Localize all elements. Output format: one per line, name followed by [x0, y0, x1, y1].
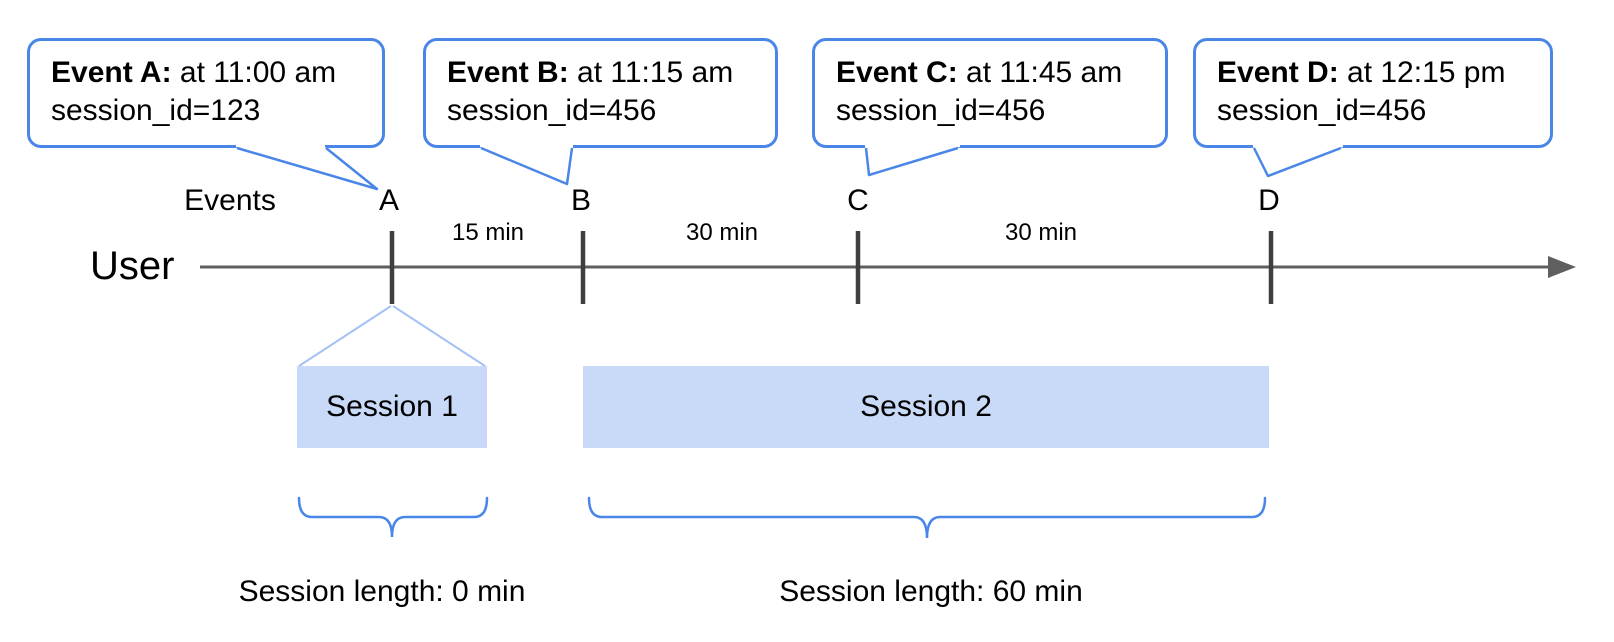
user-axis-label: User — [90, 244, 175, 288]
event-mark-d: D — [1258, 184, 1280, 217]
callout-event-c-title: Event C: — [836, 56, 958, 89]
session-1-funnel-lines — [298, 305, 486, 367]
interval-label-b-c: 30 min — [685, 219, 759, 246]
events-axis-label: Events — [184, 184, 276, 217]
callout-event-a-time: at 11:00 am — [171, 56, 337, 89]
callout-event-b: Event B: at 11:15 am session_id=456 — [423, 38, 778, 148]
timeline-arrowhead-icon — [1548, 256, 1576, 278]
session-2-label: Session 2 — [860, 390, 992, 423]
interval-label-a-b: 15 min — [451, 219, 525, 246]
callout-event-b-title: Event B: — [447, 56, 569, 89]
callout-event-c-line1: Event C: at 11:45 am — [836, 54, 1145, 92]
callout-event-c-time: at 11:45 am — [957, 56, 1123, 89]
callout-event-c: Event C: at 11:45 am session_id=456 — [812, 38, 1168, 148]
callout-event-d-session-id: session_id=456 — [1217, 94, 1427, 127]
callout-event-a-title: Event A: — [51, 56, 172, 89]
callout-event-b-time: at 11:15 am — [568, 56, 734, 89]
session-2-brace-icon — [587, 496, 1267, 539]
callout-event-d-title: Event D: — [1217, 56, 1339, 89]
callout-event-b-session-id: session_id=456 — [447, 94, 657, 127]
callout-event-a-session-id: session_id=123 — [51, 94, 261, 127]
event-mark-b: B — [570, 184, 591, 217]
session-2-length-label: Session length: 60 min — [779, 575, 1083, 608]
session-1-brace-icon — [297, 496, 489, 538]
callout-event-a: Event A: at 11:00 am session_id=123 — [27, 38, 385, 148]
callout-event-c-session-id: session_id=456 — [836, 94, 1046, 127]
callout-event-d-time: at 12:15 pm — [1338, 56, 1506, 89]
event-mark-a: A — [378, 184, 399, 217]
session-1-label: Session 1 — [326, 390, 458, 423]
interval-label-c-d: 30 min — [1004, 219, 1078, 246]
callout-event-d-line1: Event D: at 12:15 pm — [1217, 54, 1530, 92]
session-2-bar: Session 2 — [583, 366, 1269, 448]
callout-event-a-line1: Event A: at 11:00 am — [51, 54, 362, 92]
event-mark-c: C — [847, 184, 869, 217]
session-1-length-label: Session length: 0 min — [238, 575, 526, 608]
callout-event-b-line1: Event B: at 11:15 am — [447, 54, 755, 92]
callout-event-d: Event D: at 12:15 pm session_id=456 — [1193, 38, 1553, 148]
session-1-bar: Session 1 — [297, 366, 487, 448]
